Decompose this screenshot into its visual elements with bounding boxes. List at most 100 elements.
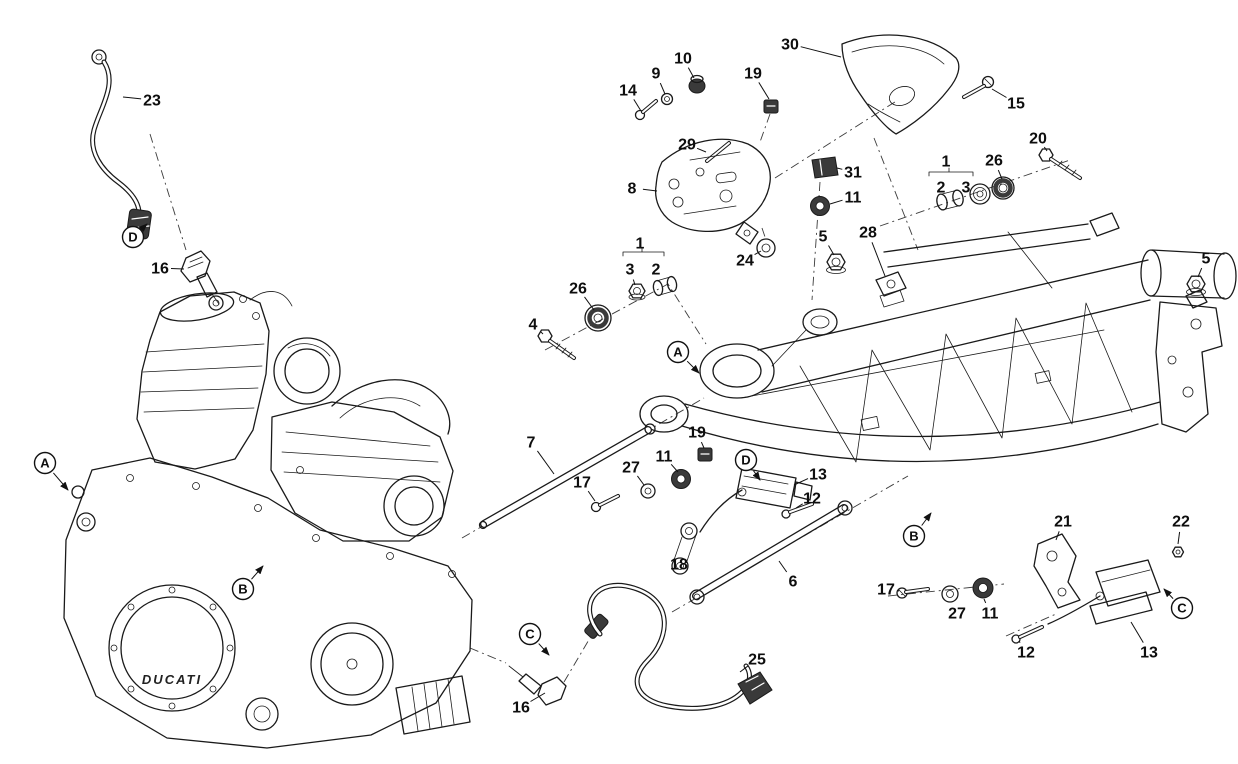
callout-leader — [754, 250, 762, 256]
grommet-19-top — [763, 99, 779, 114]
part-callout-14: 14 — [619, 83, 637, 100]
bracket-8 — [654, 138, 771, 245]
part-callout-18: 18 — [670, 557, 688, 574]
view-marker-C — [518, 622, 542, 646]
engine-illustration: DUCATI — [63, 291, 473, 749]
callout-leader — [991, 88, 1007, 98]
part-callout-12: 12 — [803, 491, 821, 508]
clip-19-mid — [697, 447, 713, 462]
part-callout-11: 11 — [982, 606, 999, 623]
part-callout-19: 19 — [688, 425, 706, 442]
view-marker-D — [734, 448, 758, 472]
view-marker-B — [902, 524, 926, 548]
view-marker-label-C: C — [1177, 601, 1187, 616]
part-callout-6: 6 — [789, 574, 798, 591]
part-callout-2: 2 — [652, 262, 661, 279]
callout-leader — [1055, 531, 1060, 541]
callout-leader — [739, 665, 749, 673]
callout-leader — [836, 167, 843, 170]
part-callout-17: 17 — [877, 582, 895, 599]
callout-leader — [871, 242, 886, 277]
view-marker-arrow — [53, 472, 69, 491]
view-marker-A — [666, 340, 690, 364]
callout-leader — [670, 463, 679, 473]
view-marker-arrow — [686, 360, 700, 374]
part-callout-21: 21 — [1054, 514, 1072, 531]
clip-31 — [811, 156, 839, 179]
view-marker-arrow — [752, 470, 761, 481]
view-marker-arrow — [138, 223, 148, 233]
callout-leader — [587, 490, 596, 502]
callout-leader — [778, 560, 788, 573]
spark-plug-16-rear — [508, 665, 567, 706]
part-callout-13: 13 — [809, 467, 827, 484]
frame-illustration — [639, 212, 1237, 463]
part-callout-11: 11 — [656, 449, 673, 466]
callout-leader — [795, 503, 803, 509]
part-callout-1: 1 — [942, 154, 951, 171]
screw-17-right — [896, 587, 930, 599]
part-callout-3: 3 — [626, 262, 635, 279]
callout-leader — [700, 441, 705, 449]
screw-12-mid — [781, 502, 814, 519]
spark-plug-16-front — [180, 250, 220, 305]
part-callout-9: 9 — [652, 66, 661, 83]
callout-leader — [540, 331, 544, 335]
nut-22 — [1171, 546, 1185, 558]
part-callout-20: 20 — [1029, 131, 1047, 148]
callout-leader — [696, 147, 707, 153]
washer-27-mid — [640, 483, 656, 499]
view-marker-B — [231, 577, 255, 601]
part-callout-16: 16 — [512, 700, 530, 717]
washer-24 — [756, 238, 776, 258]
cable-23 — [90, 49, 152, 240]
view-marker-label-C: C — [525, 627, 535, 642]
callout-leader — [793, 478, 809, 486]
screw-17-mid — [590, 494, 620, 513]
callout-leader — [170, 268, 185, 270]
washer-9 — [660, 92, 674, 106]
rod-6 — [689, 500, 853, 605]
part-callout-29: 29 — [678, 137, 696, 154]
group-brackets — [622, 167, 974, 257]
part-callout-4: 4 — [529, 317, 538, 334]
part-callout-27: 27 — [622, 460, 640, 477]
part-callout-1: 1 — [636, 236, 645, 253]
view-marker-arrow — [251, 565, 264, 580]
callout-leader — [536, 450, 555, 475]
callout-leader — [758, 82, 770, 100]
bracket-28 — [875, 271, 907, 308]
bushing-11-right — [972, 577, 994, 599]
part-callout-23: 23 — [143, 93, 161, 110]
construction-lines — [149, 99, 1071, 683]
part-callout-27: 27 — [948, 606, 966, 623]
view-marker-arrow — [1163, 588, 1174, 599]
callout-leader — [997, 169, 1003, 180]
view-marker-label-A: A — [673, 345, 683, 360]
nut-5-right — [1186, 275, 1206, 296]
callout-leader — [800, 46, 842, 58]
part-callout-15: 15 — [1007, 96, 1025, 113]
part-callout-28: 28 — [859, 225, 877, 242]
view-marker-D — [121, 225, 145, 249]
callout-leader — [1130, 621, 1144, 643]
callout-leader — [983, 598, 987, 604]
callout-leader — [829, 199, 843, 205]
part-callout-3: 3 — [962, 180, 971, 197]
part-callout-8: 8 — [628, 181, 637, 198]
screw-12-right — [1011, 625, 1044, 644]
view-marker-A — [33, 451, 57, 475]
view-marker-label-B: B — [909, 529, 918, 544]
grommet-10 — [688, 74, 706, 94]
washer-27-right — [941, 585, 959, 603]
part-callout-5: 5 — [819, 229, 828, 246]
bushing-set-left — [584, 275, 678, 332]
part-callout-26: 26 — [569, 281, 587, 298]
part-callout-10: 10 — [674, 51, 692, 68]
view-marker-label-D: D — [128, 230, 137, 245]
callout-leader — [659, 82, 666, 95]
bushing-11-mid — [671, 469, 691, 489]
part-callout-13: 13 — [1140, 645, 1158, 662]
